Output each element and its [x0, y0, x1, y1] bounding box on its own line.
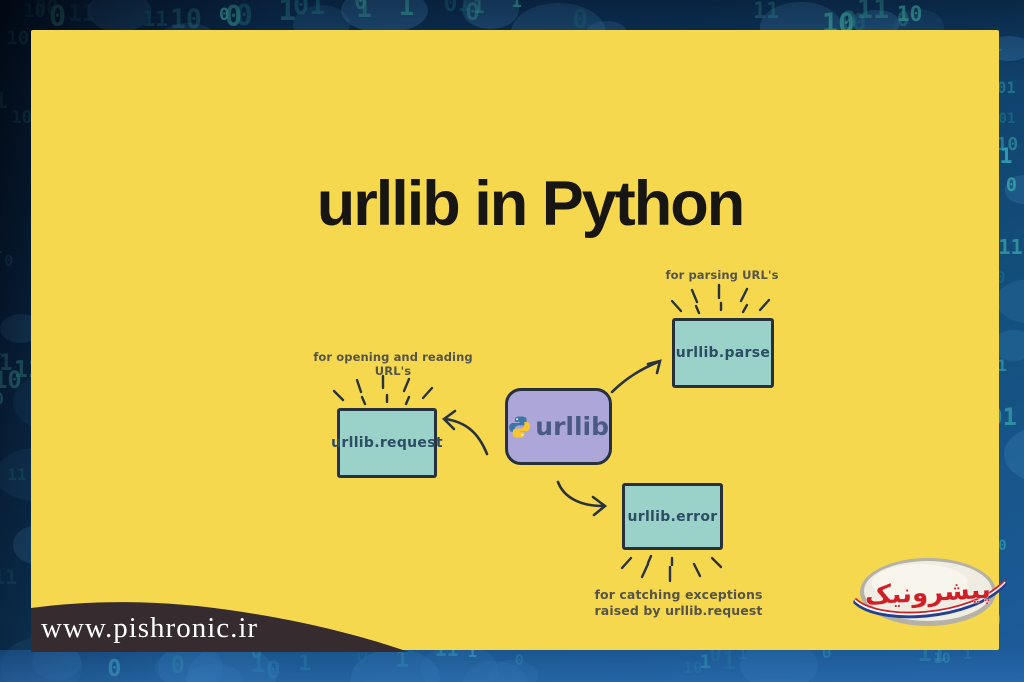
binary-digit: 0	[48, 0, 67, 34]
binary-digit: 10	[933, 651, 951, 668]
pishronic-logo: پیشرونیک	[850, 556, 1012, 634]
background-ellipse	[185, 663, 243, 682]
binary-digit: 10	[6, 27, 30, 49]
binary-digit: 1	[0, 341, 3, 359]
background-ellipse	[351, 649, 441, 682]
binary-digit: 0	[224, 0, 242, 33]
binary-digit: 10	[896, 1, 923, 27]
binary-digit: 1	[721, 645, 737, 675]
binary-digit: 11	[142, 6, 169, 32]
background-ellipse	[489, 660, 538, 682]
note-request-line1: for opening and reading	[313, 350, 473, 364]
background-ellipse	[420, 644, 499, 682]
binary-digit: 01	[996, 78, 1016, 97]
binary-digit: 0	[3, 252, 14, 271]
background-ellipse	[1004, 425, 1024, 484]
website-banner: www.pishronic.ir	[31, 598, 409, 652]
binary-digit: 0	[266, 655, 281, 682]
arrowhead-error	[591, 495, 608, 517]
binary-digit: 0	[465, 0, 480, 26]
binary-digit: 1	[398, 0, 415, 23]
binary-digit: 11	[753, 0, 780, 25]
binary-digit: 00	[34, 0, 59, 20]
note-request-line2: URL's	[374, 364, 412, 379]
binary-digit: 1	[0, 350, 13, 376]
box-urllib-request: urllib.request	[329, 408, 443, 480]
arrowhead-parse	[646, 359, 662, 375]
note-parse: for parsing URL's	[622, 268, 822, 282]
binary-digit: 1	[395, 647, 410, 674]
logo-swoosh	[853, 580, 1007, 619]
background-ellipse	[154, 649, 221, 682]
background-ellipse	[340, 0, 429, 34]
banner-swoosh-shape	[31, 602, 409, 652]
box-urllib-error: urllib.error	[614, 483, 723, 552]
arrow-to-parse	[610, 360, 660, 394]
binary-digit: 11	[0, 566, 17, 590]
binary-digit: 01	[998, 111, 1016, 128]
binary-digit: 01	[443, 0, 472, 18]
binary-digit: 0	[235, 0, 253, 32]
binary-digit: 1	[472, 0, 485, 19]
binary-digit: 0	[998, 537, 1007, 554]
binary-digit: 1	[699, 651, 712, 673]
binary-digit: 1	[0, 243, 3, 256]
binary-digit: 0	[0, 390, 4, 407]
box-urllib-request-label: urllib.request	[331, 435, 443, 451]
website-url-text: www.pishronic.ir	[41, 612, 259, 644]
logo-brand-text: پیشرونیک	[864, 575, 992, 612]
page-title: urllib in Python	[316, 169, 745, 239]
binary-digit: 11	[67, 1, 96, 28]
binary-digit: 1	[356, 0, 373, 25]
background-ellipse	[461, 0, 520, 30]
background-ellipse	[88, 0, 152, 32]
background-ellipse	[996, 278, 1024, 323]
binary-digit: 11	[856, 0, 890, 25]
binary-digit: 1	[298, 651, 312, 677]
note-parse-line1: for parsing URL's	[665, 268, 779, 282]
binary-digit: 0	[354, 0, 368, 16]
arrow-to-error	[556, 480, 605, 508]
background-ellipse	[1005, 175, 1024, 204]
slide-card: urllib in Python	[31, 30, 999, 650]
binary-digit: 1	[278, 0, 296, 28]
binary-digit: 01	[292, 0, 326, 22]
background-bottom-band	[0, 650, 1024, 682]
box-urllib-center: urllib	[497, 388, 612, 467]
box-urllib-center-label: urllib	[535, 412, 609, 441]
binary-digit: 10	[996, 134, 1019, 156]
box-urllib-parse: urllib.parse	[664, 318, 774, 390]
binary-digit: 0	[897, 7, 910, 32]
binary-digit: 10	[0, 366, 22, 395]
binary-digit: 0	[219, 3, 230, 24]
note-request: for opening and reading URL's	[293, 350, 493, 379]
note-error-line1: for catching exceptions	[594, 587, 763, 602]
binary-digit: 0	[1005, 174, 1017, 196]
box-urllib-error-label: urllib.error	[627, 508, 718, 525]
arrowhead-request	[442, 409, 457, 431]
python-logo-icon	[509, 415, 531, 438]
binary-digit: 1	[0, 88, 8, 115]
binary-digit: 11	[7, 465, 27, 485]
binary-digit: 10	[683, 658, 703, 678]
pishronic-logo-graphic: پیشرونیک	[853, 558, 1007, 626]
background-ellipse	[461, 661, 529, 682]
binary-digit: 0	[514, 650, 524, 669]
binary-digit: 11	[998, 234, 1023, 259]
arrow-to-request	[443, 417, 489, 456]
binary-digit: 10	[23, 0, 46, 22]
note-error: for catching exceptions raised by urllib…	[576, 587, 781, 618]
binary-digit: 10	[10, 107, 33, 128]
box-urllib-parse-label: urllib.parse	[675, 345, 771, 361]
binary-digit: 0	[107, 654, 122, 682]
note-error-line2: raised by urllib.request	[594, 602, 763, 618]
binary-digit: 0	[170, 651, 185, 680]
binary-digit: 1	[511, 0, 522, 12]
binary-digit: 1	[250, 649, 266, 679]
